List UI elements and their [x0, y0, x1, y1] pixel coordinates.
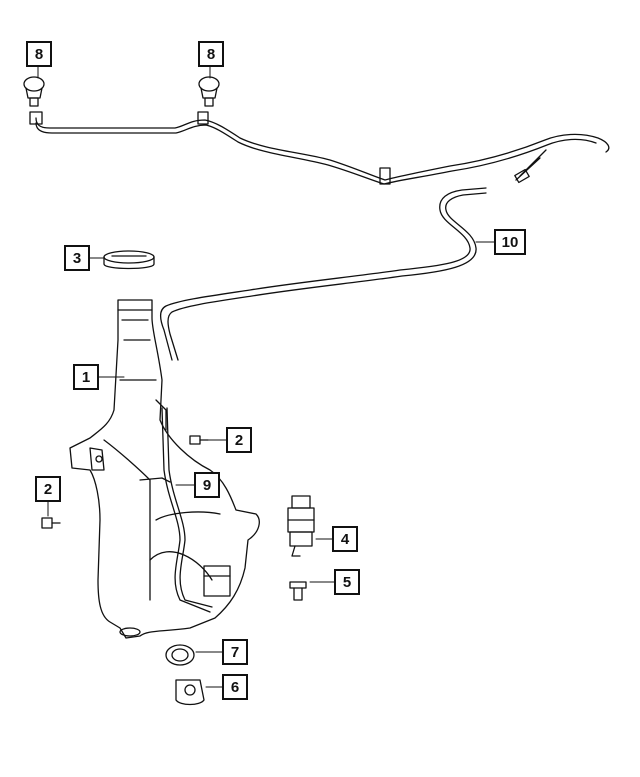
nozzle-hose-upper — [29, 111, 610, 185]
callout-2-left: 2 — [35, 476, 61, 502]
callout-10: 10 — [494, 229, 526, 255]
fastener-right — [189, 435, 209, 445]
callout-5: 5 — [334, 569, 360, 595]
leader-lines — [37, 66, 495, 688]
callout-8-left: 8 — [26, 41, 52, 67]
callout-9: 9 — [194, 472, 220, 498]
callout-8-right: 8 — [198, 41, 224, 67]
pump — [287, 495, 315, 557]
hose-10 — [159, 187, 487, 361]
callout-3: 3 — [64, 245, 90, 271]
callout-7: 7 — [222, 639, 248, 665]
reservoir — [69, 299, 260, 639]
screw — [289, 581, 307, 601]
pump-in-tank — [203, 565, 231, 597]
level-sensor — [175, 679, 205, 706]
nozzle-left — [23, 76, 45, 107]
fastener-left — [41, 517, 61, 529]
hose-9 — [161, 407, 213, 613]
callout-6: 6 — [222, 674, 248, 700]
callout-1: 1 — [73, 364, 99, 390]
callout-2-right: 2 — [226, 427, 252, 453]
nozzle-right — [198, 76, 220, 107]
callout-4: 4 — [332, 526, 358, 552]
cap — [103, 250, 155, 270]
grommet — [165, 644, 195, 666]
